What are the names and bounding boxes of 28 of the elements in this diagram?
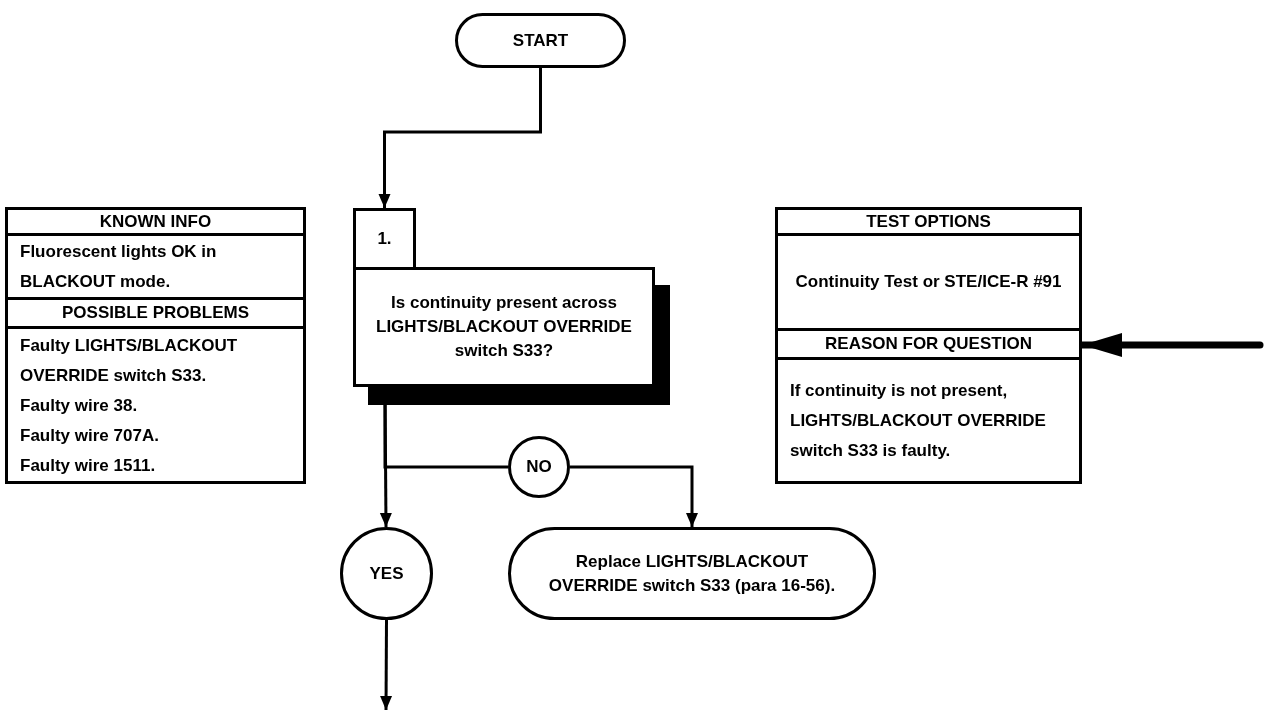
problem-item: Faulty wire 707A. bbox=[20, 425, 160, 447]
label-text: 1. bbox=[377, 229, 392, 249]
start-terminal bbox=[455, 13, 626, 68]
problem-list-box bbox=[5, 326, 306, 484]
section-header bbox=[775, 328, 1082, 360]
info-box bbox=[5, 233, 306, 300]
header-text: KNOWN INFO bbox=[99, 211, 212, 232]
header-text: REASON FOR QUESTION bbox=[825, 334, 1032, 354]
arrow bbox=[380, 620, 393, 710]
label-text: Is continuity present across LIGHTS/BLACKOUT OVERRIDE switch S33? bbox=[375, 292, 633, 362]
problem-item: Faulty LIGHTS/BLACKOUT OVERRIDE switch S33. bbox=[20, 335, 239, 387]
problem-item: Faulty wire 38. bbox=[20, 395, 139, 417]
label-text: NO bbox=[526, 457, 552, 477]
header-text: TEST OPTIONS bbox=[866, 211, 991, 232]
arrow bbox=[378, 68, 542, 208]
section-header bbox=[5, 297, 306, 329]
header-text: POSSIBLE PROBLEMS bbox=[62, 303, 249, 323]
label-text: START bbox=[512, 30, 569, 51]
label-text: YES bbox=[369, 563, 404, 584]
problem-item: Faulty wire 1511. bbox=[20, 455, 157, 477]
label-text: If continuity is not present, LIGHTS/BLACKOUT OVERRIDE switch S33 is faulty. bbox=[790, 379, 1047, 462]
label-text: Replace LIGHTS/BLACKOUT OVERRIDE switch S33 (para 16-56). bbox=[547, 550, 837, 597]
reason-box bbox=[775, 357, 1082, 484]
test-options-box bbox=[775, 233, 1082, 331]
label-text: Continuity Test or STE/ICE-R #91 bbox=[795, 271, 1062, 293]
arrow bbox=[570, 465, 698, 527]
step-number-box bbox=[353, 208, 416, 270]
label-text: Fluorescent lights OK in BLACKOUT mode. bbox=[20, 240, 218, 293]
